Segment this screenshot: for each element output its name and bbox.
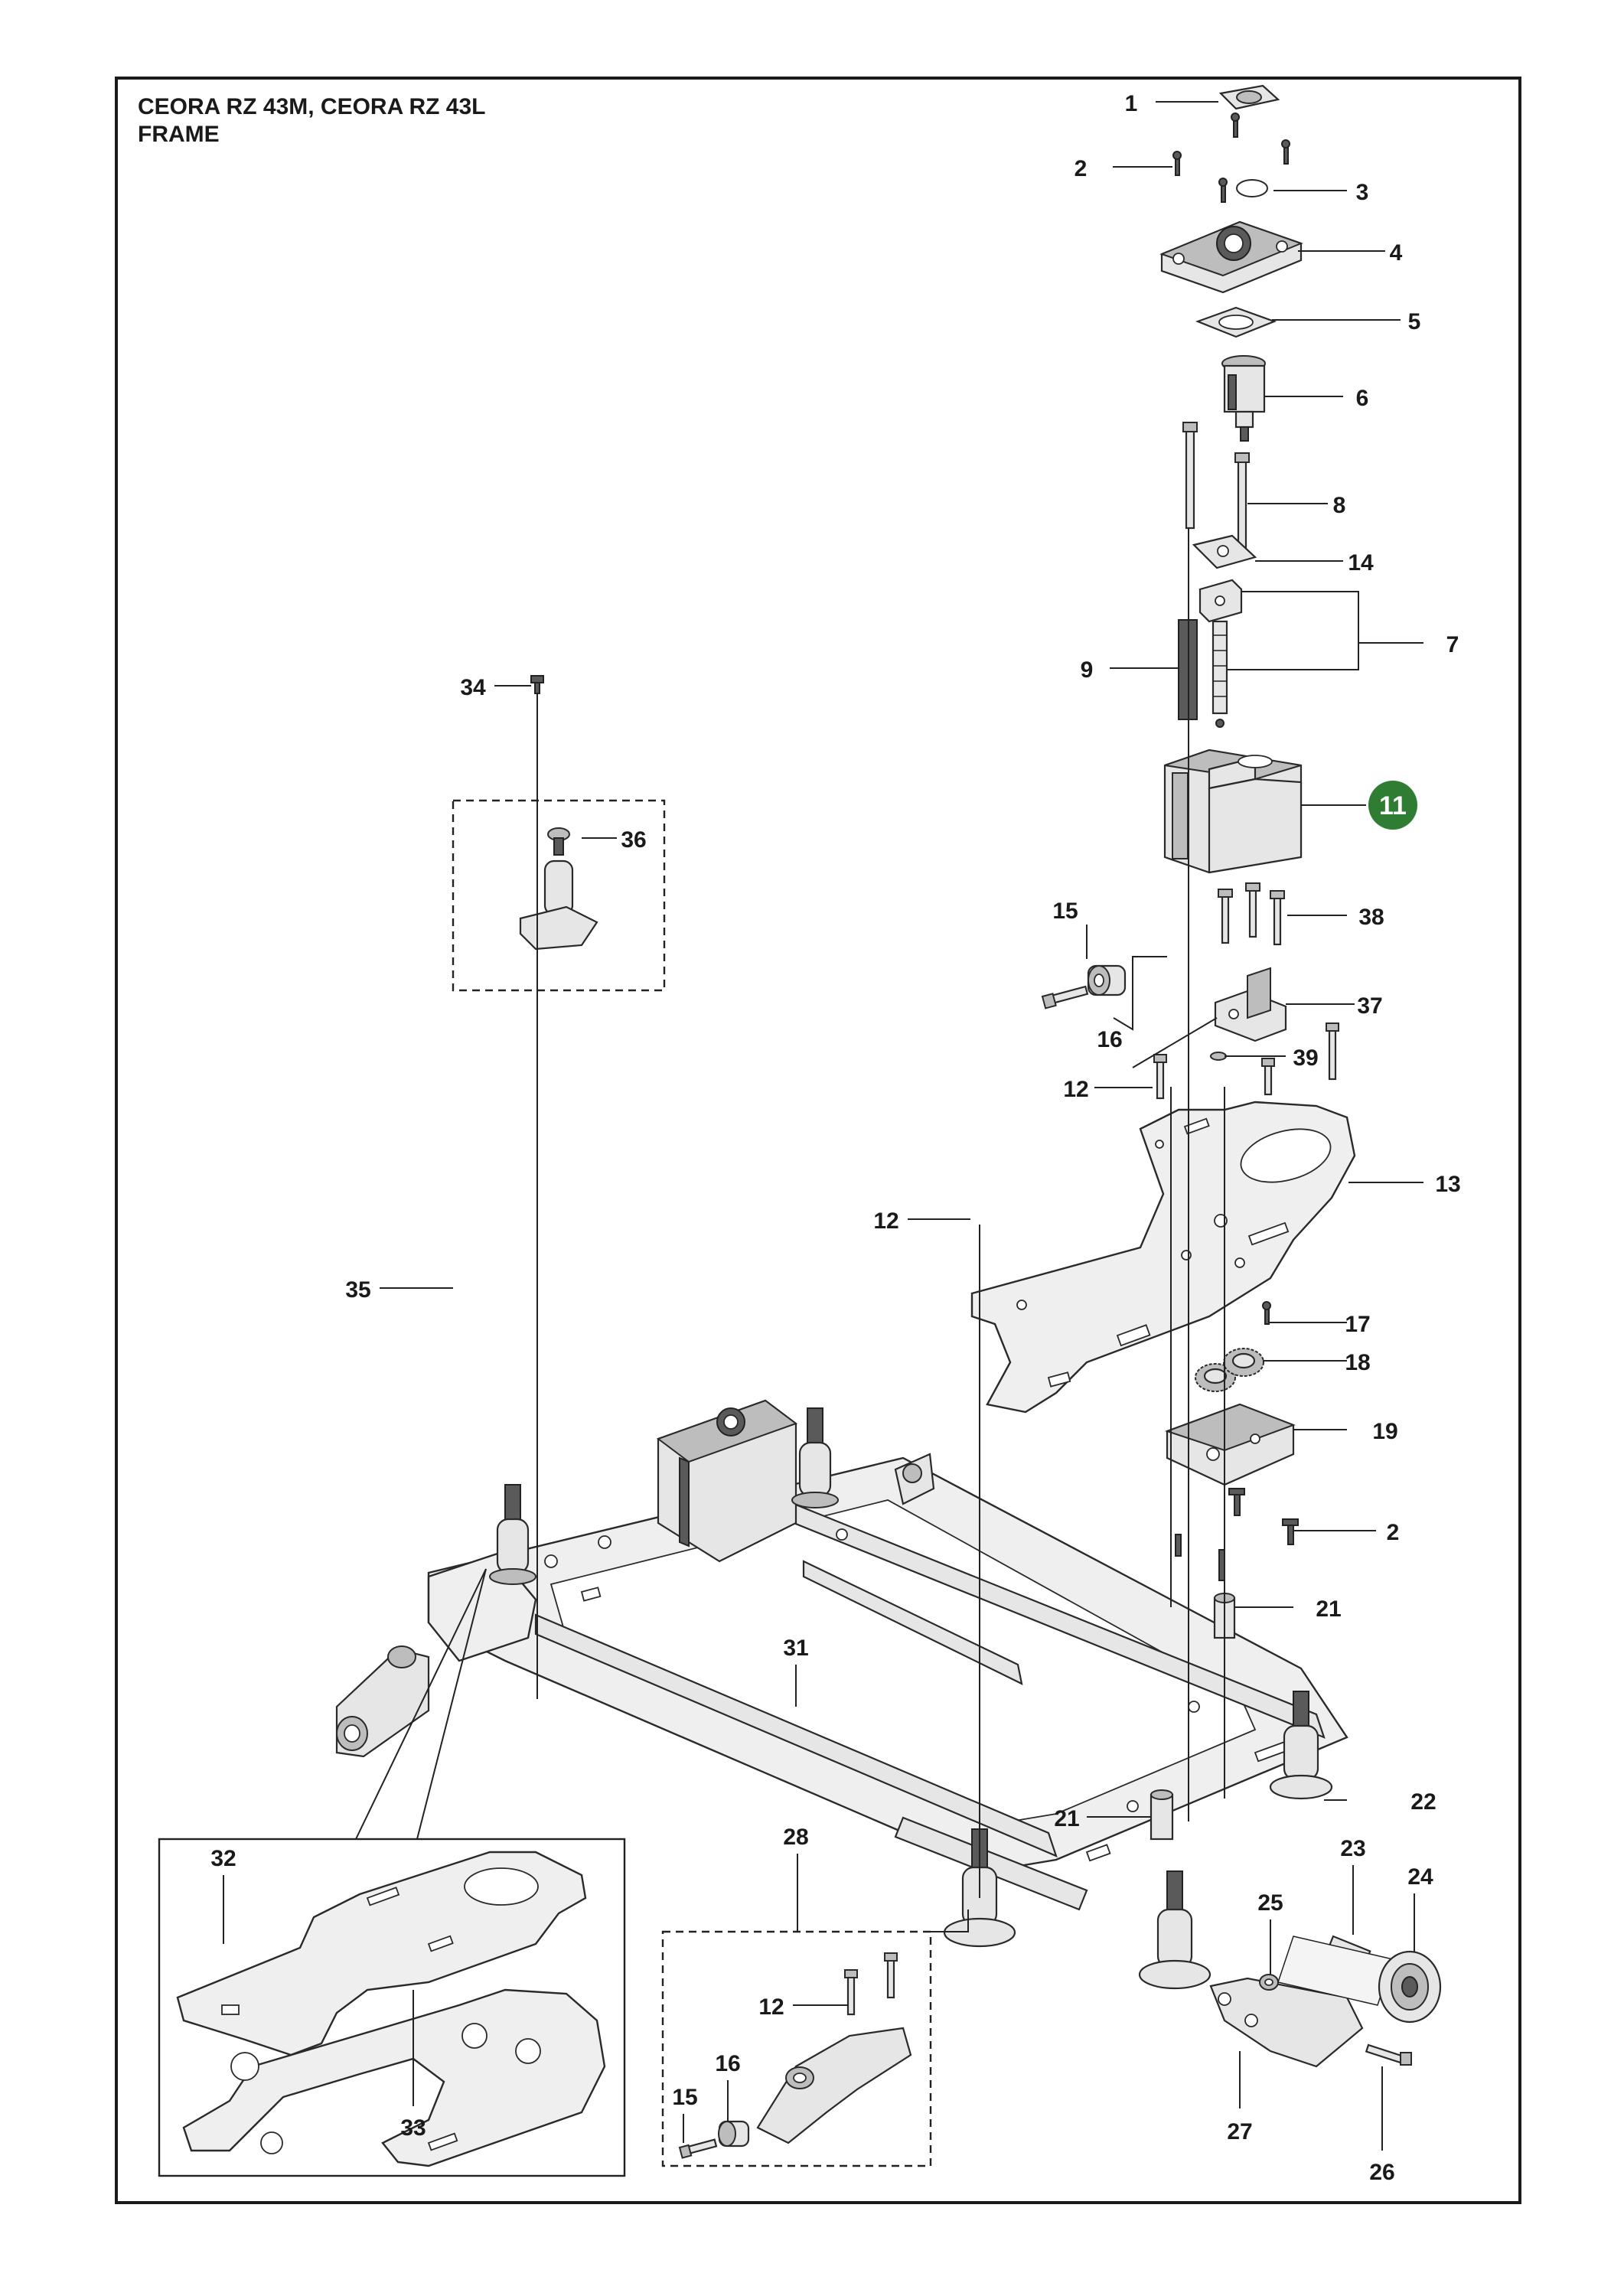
title-block: CEORA RZ 43M, CEORA RZ 43L FRAME xyxy=(138,93,486,148)
part-17-screw xyxy=(1262,1301,1271,1325)
part-13-control-plate xyxy=(970,1101,1356,1414)
callout-22: 22 xyxy=(1410,1789,1436,1815)
part-39-washer xyxy=(1210,1052,1227,1061)
callout-28: 28 xyxy=(783,1825,808,1850)
part-16-roller-upper xyxy=(1087,964,1127,996)
callout-14: 14 xyxy=(1348,550,1374,576)
callout-2-lower: 2 xyxy=(1387,1520,1400,1545)
callout-6: 6 xyxy=(1356,386,1369,411)
part-5-gasket xyxy=(1195,306,1277,338)
part-3-seal-disc xyxy=(1236,179,1268,197)
callout-8: 8 xyxy=(1333,493,1346,518)
callout-26: 26 xyxy=(1369,2160,1394,2185)
part-15-bolt-lower xyxy=(678,2138,718,2159)
callout-16-lower: 16 xyxy=(715,2051,740,2076)
frame-rail-mid xyxy=(802,1560,1023,1685)
callout-27: 27 xyxy=(1227,2119,1252,2144)
part-37-angle-bracket xyxy=(1214,967,1287,1042)
part-26-wheel-bolt xyxy=(1365,2043,1412,2066)
callout-21-lower: 21 xyxy=(1054,1806,1079,1831)
part-16-roller-lower xyxy=(718,2120,750,2148)
callout-4: 4 xyxy=(1390,240,1403,266)
part-36-spring-mount xyxy=(519,827,598,951)
part-7-mount-block xyxy=(1198,579,1243,623)
callout-39: 39 xyxy=(1293,1045,1318,1071)
screw-set-top xyxy=(1172,113,1290,203)
part-21-spacer-lower xyxy=(1150,1789,1174,1841)
spring-pillar-4 xyxy=(1138,1870,1211,1990)
frame-front-bracket xyxy=(894,1453,935,1505)
spring-pillar-5 xyxy=(1269,1691,1333,1800)
part-15-bolt-upper xyxy=(1041,985,1089,1009)
screw-set-mid xyxy=(1153,1022,1339,1100)
part-9-spring-pair xyxy=(1178,619,1228,728)
callout-5: 5 xyxy=(1408,309,1421,334)
spring-pillar-2 xyxy=(791,1407,839,1508)
callout-35: 35 xyxy=(345,1277,370,1303)
callout-12-upper: 12 xyxy=(1063,1077,1088,1102)
callout-11-highlight xyxy=(1368,781,1417,830)
frame-plate-inset xyxy=(158,1568,626,2177)
part-25-washer xyxy=(1259,1974,1279,1991)
part-35-group-box xyxy=(452,799,666,992)
callout-11: 11 xyxy=(1379,791,1407,820)
callout-12-mid: 12 xyxy=(873,1208,898,1234)
part-19-gearbox xyxy=(1164,1403,1296,1486)
part-12-bolts-in-box xyxy=(844,1952,898,2016)
frame-lower-strip xyxy=(894,1816,1088,1911)
frame-rail-long xyxy=(534,1613,1058,1857)
part-1-cover-plug xyxy=(1218,84,1280,110)
part-11-lift-housing xyxy=(1163,748,1303,874)
callout-37: 37 xyxy=(1357,993,1382,1019)
spring-pillar-1 xyxy=(489,1484,536,1585)
part-14-bracket-plate xyxy=(1192,534,1257,569)
callout-21-upper: 21 xyxy=(1316,1596,1341,1622)
callout-31: 31 xyxy=(783,1636,808,1661)
part-6-connector-socket xyxy=(1221,355,1266,442)
callout-15-lower: 15 xyxy=(672,2085,697,2110)
callout-2-top: 2 xyxy=(1075,156,1088,181)
part-38-bolts xyxy=(1218,882,1285,946)
callout-25: 25 xyxy=(1257,1890,1283,1916)
callout-34: 34 xyxy=(460,675,486,700)
part-18-gear-pair xyxy=(1195,1348,1264,1392)
page-border xyxy=(115,77,1521,2204)
part-28-wheel-housing xyxy=(756,2027,912,2144)
callout-15-upper: 15 xyxy=(1052,899,1078,924)
part-24-rear-wheel xyxy=(1277,1936,1442,2024)
callout-labels: 1 2 3 4 5 6 8 14 7 9 11 15 38 37 16 39 1… xyxy=(210,91,1460,2185)
front-left-wheel-housing xyxy=(335,1645,430,1758)
diagram-subtitle: FRAME xyxy=(138,122,220,147)
callout-19: 19 xyxy=(1372,1419,1397,1444)
drive-motor-unit xyxy=(656,1399,798,1563)
callout-13: 13 xyxy=(1435,1172,1460,1197)
callout-12-lower: 12 xyxy=(758,1994,784,2020)
callout-7: 7 xyxy=(1446,632,1459,657)
callout-17: 17 xyxy=(1345,1312,1370,1337)
part-27-wheel-bracket xyxy=(1209,1977,1364,2068)
callout-3: 3 xyxy=(1356,180,1369,205)
callout-18: 18 xyxy=(1345,1350,1370,1375)
callout-33: 33 xyxy=(400,2115,426,2141)
part-4-top-cover xyxy=(1159,220,1303,294)
callout-32: 32 xyxy=(210,1846,236,1871)
leader-lines xyxy=(223,101,1423,2151)
callout-36: 36 xyxy=(621,827,646,853)
screw-set-lower xyxy=(1175,1488,1299,1581)
callout-24: 24 xyxy=(1407,1864,1433,1890)
part-8-long-bolts xyxy=(1182,422,1250,560)
diagram-title: CEORA RZ 43M, CEORA RZ 43L xyxy=(138,94,486,119)
part-33-frame-plate xyxy=(182,1988,606,2167)
callout-9: 9 xyxy=(1081,657,1094,683)
callout-1: 1 xyxy=(1125,91,1138,116)
part-34-screw xyxy=(530,675,544,694)
callout-16-upper: 16 xyxy=(1097,1027,1122,1052)
callout-38: 38 xyxy=(1358,905,1384,930)
callout-23: 23 xyxy=(1340,1836,1365,1861)
